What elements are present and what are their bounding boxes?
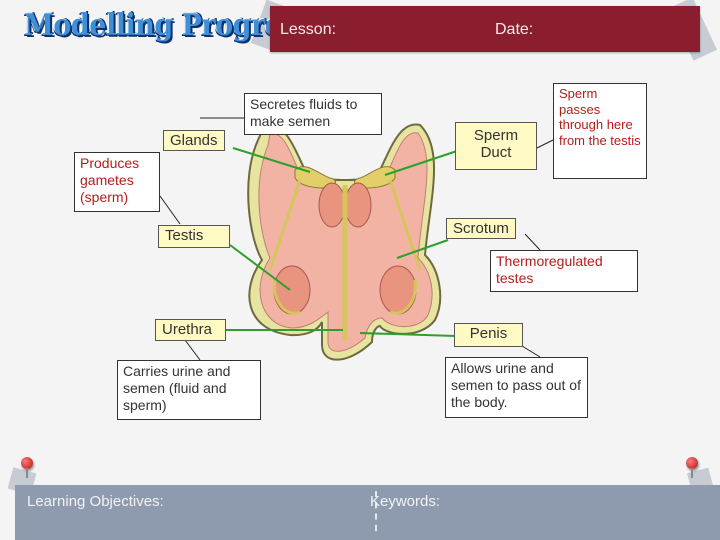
footer-bar: Learning Objectives: Keywords: [15,485,720,540]
label-glands: Glands [163,130,225,152]
allows-connector [521,345,541,358]
pointer-lines [226,147,461,337]
pin-right [686,457,698,469]
sperm-duct-pointer [384,149,461,176]
page-title: Modelling Progress [24,8,311,43]
desc-secretes: Secretes fluids to make semen [244,93,382,135]
testis-pointer [229,244,291,291]
pin-left [21,457,33,469]
label-scrotum: Scrotum [446,218,516,240]
desc-thermoregulated: Thermoregulated testes [490,250,638,292]
date-label: Date: [495,21,534,38]
label-penis: Penis [454,323,523,347]
pin-left-needle [26,468,28,478]
glands-pointer [232,147,311,173]
label-testis: Testis [158,225,230,248]
label-urethra: Urethra [155,319,226,341]
scrotum-pointer [396,239,449,259]
urethra-shape [268,179,422,340]
produces-connector [159,195,181,225]
desc-carries: Carries urine and semen (fluid and sperm… [117,360,261,420]
label-sperm-duct: Sperm Duct [455,122,537,170]
sperm-passes-connector [536,139,554,149]
desc-allows: Allows urine and semen to pass out of th… [445,357,588,418]
bladder-shape [318,182,372,228]
learning-objectives-label: Learning Objectives: [27,493,164,510]
desc-sperm-passes: Sperm passes through here from the testi… [553,83,647,179]
pin-right-needle [691,468,693,478]
thermoregulated-connector [524,233,541,251]
testis-shape [273,265,417,315]
footer-divider [375,491,377,531]
carries-connector [184,339,201,361]
desc-produces: Produces gametes (sperm) [74,152,160,212]
header-bar: Lesson: Date: [270,6,700,52]
connector-lines [159,117,554,361]
keywords-label: Keywords: [370,493,441,510]
penis-pointer [359,332,457,337]
lesson-label: Lesson: [280,21,337,38]
